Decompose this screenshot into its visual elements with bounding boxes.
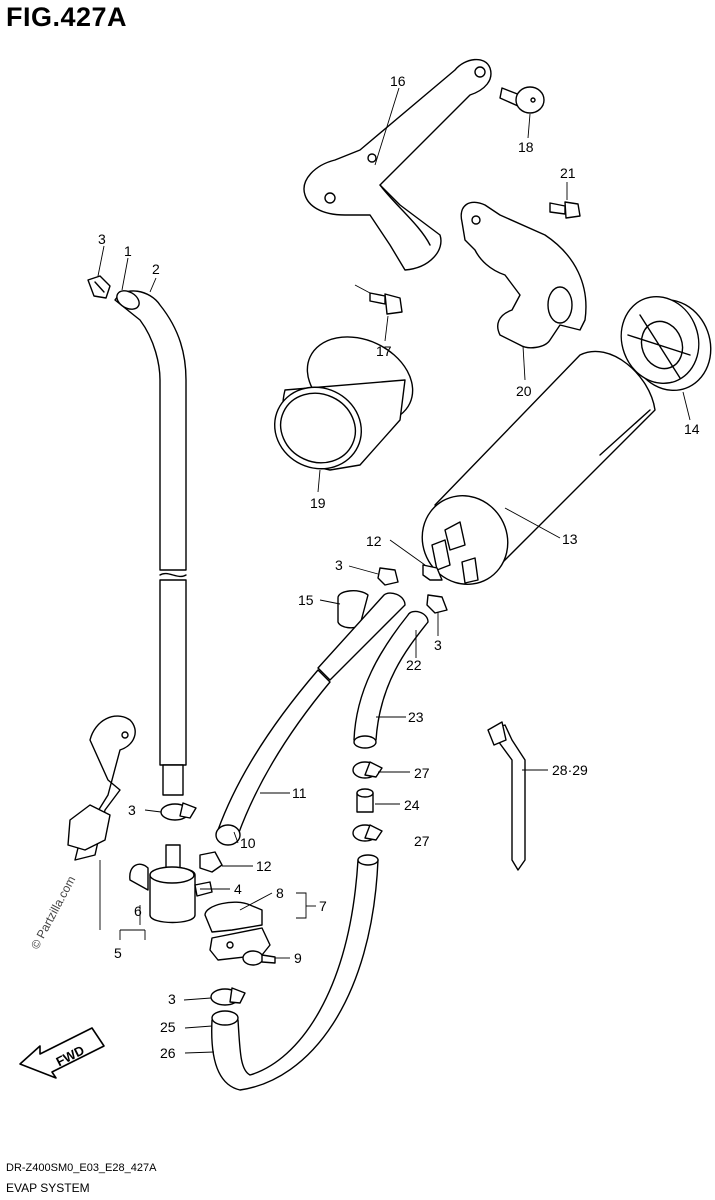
callout-18: 18 xyxy=(518,139,534,155)
callout-1: 1 xyxy=(124,243,132,259)
canister-13 xyxy=(421,350,656,585)
leader-lines xyxy=(97,87,691,1054)
callout-6: 6 xyxy=(134,903,142,919)
bracket-20 xyxy=(460,201,587,349)
hose-22-23 xyxy=(353,610,429,749)
joint-24 xyxy=(356,788,374,813)
callout-27: 27 xyxy=(414,765,430,781)
diagram-code: DR-Z400SM0_E03_E28_427A xyxy=(6,1162,157,1174)
valve-4 xyxy=(129,844,213,924)
clamp-8 xyxy=(204,901,271,961)
callout-3: 3 xyxy=(128,802,136,818)
callout-3: 3 xyxy=(168,991,176,1007)
callout-23: 23 xyxy=(408,709,424,725)
hose-11 xyxy=(215,592,406,846)
ring-cap-14 xyxy=(620,295,712,392)
figure-title: FIG.427A xyxy=(6,2,128,32)
clamp-3-e xyxy=(210,987,246,1006)
callout-13: 13 xyxy=(562,531,578,547)
callout-15: 15 xyxy=(298,592,314,608)
callout-9: 9 xyxy=(294,950,302,966)
hose-1-2 xyxy=(114,290,187,796)
callout-16: 16 xyxy=(390,73,406,89)
clamp-3-b xyxy=(426,594,448,614)
callout-20: 20 xyxy=(516,383,532,399)
callout-3: 3 xyxy=(335,557,343,573)
callout-17: 17 xyxy=(376,343,392,359)
hose-25-26 xyxy=(211,854,379,1091)
callout-8: 8 xyxy=(276,885,284,901)
callout-4: 4 xyxy=(234,881,242,897)
clamp-27-top xyxy=(352,761,383,779)
callout-labels: 1 2 3 16 18 21 17 20 14 19 13 12 3 15 3 … xyxy=(98,73,700,1061)
callout-22: 22 xyxy=(406,657,422,673)
clamp-27-bottom xyxy=(352,824,383,842)
callout-21: 21 xyxy=(560,165,576,181)
clamp-3-d xyxy=(160,802,197,821)
callout-10: 10 xyxy=(240,835,256,851)
system-name: EVAP SYSTEM xyxy=(6,1181,90,1195)
callout-28-29: 28·29 xyxy=(552,762,588,778)
callout-27: 27 xyxy=(414,833,430,849)
bracket-6 xyxy=(67,715,136,861)
callout-14: 14 xyxy=(684,421,700,437)
clamp-12-top xyxy=(422,564,443,581)
callout-19: 19 xyxy=(310,495,326,511)
screw-18 xyxy=(499,86,545,114)
callout-2: 2 xyxy=(152,261,160,277)
fwd-arrow: FWD xyxy=(18,1020,108,1085)
clamp-3-a xyxy=(377,567,399,586)
callout-5: 5 xyxy=(114,945,122,961)
bracket-16 xyxy=(303,58,492,271)
clamp-12-bottom xyxy=(199,851,223,873)
callout-26: 26 xyxy=(160,1045,176,1061)
callout-12: 12 xyxy=(366,533,382,549)
callout-7: 7 xyxy=(319,898,327,914)
callout-24: 24 xyxy=(404,797,420,813)
bolt-17 xyxy=(354,284,403,315)
clamp-3-c xyxy=(87,275,111,299)
callout-12: 12 xyxy=(256,858,272,874)
screw-9 xyxy=(242,950,276,966)
bolt-21 xyxy=(549,201,581,219)
callout-25: 25 xyxy=(160,1019,176,1035)
callout-11: 11 xyxy=(292,785,307,801)
cable-tie-28-29 xyxy=(487,721,526,871)
canister-cap-19 xyxy=(273,336,414,471)
callout-3: 3 xyxy=(98,231,106,247)
callout-3: 3 xyxy=(434,637,442,653)
